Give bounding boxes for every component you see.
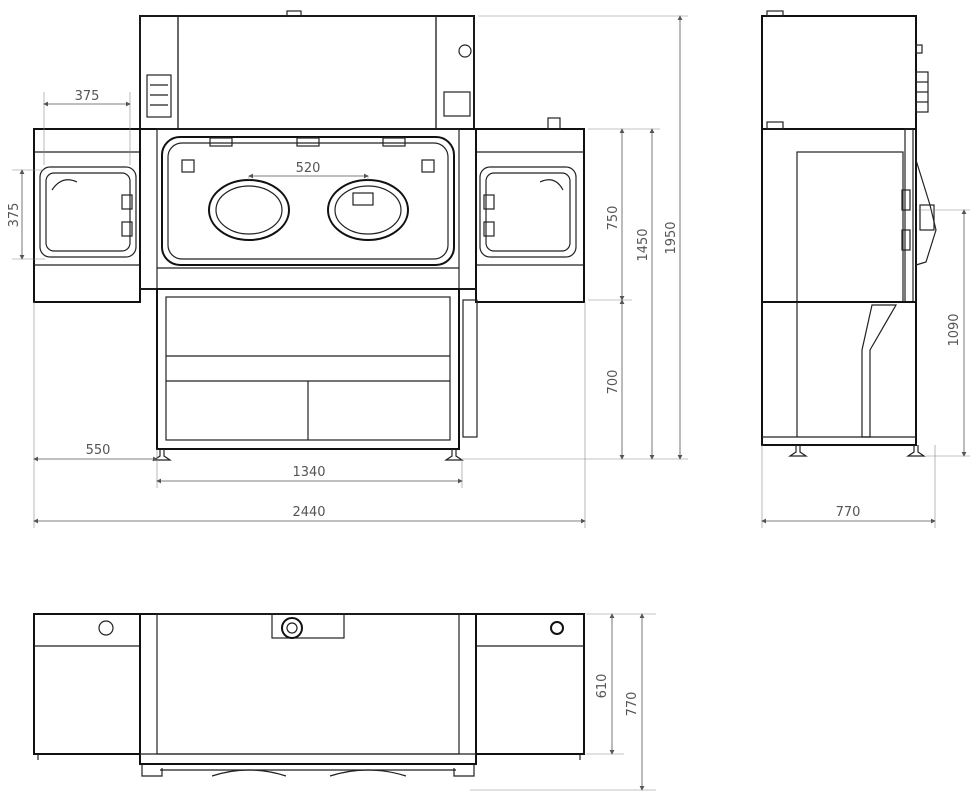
dim-1450: 1450: [636, 228, 651, 261]
right-glove-port: [327, 179, 409, 241]
main-window: [161, 136, 455, 266]
gauge-icon: [458, 44, 472, 58]
side-view: [761, 10, 937, 457]
dim-750: 750: [606, 206, 621, 231]
side-dimensions: 1090 770: [761, 209, 970, 528]
dim-375-width: 375: [75, 89, 100, 104]
dim-1090: 1090: [947, 313, 962, 346]
dim-770-top: 770: [625, 692, 640, 717]
dim-550: 550: [86, 443, 111, 458]
left-pass-box-door: [39, 166, 137, 258]
dim-375-height: 375: [7, 203, 22, 228]
dim-1950: 1950: [664, 221, 679, 254]
front-view: [33, 10, 585, 461]
dim-610: 610: [595, 674, 610, 699]
front-dimensions: 375 375 520 750 700 1450 1950 550 1340: [7, 15, 688, 528]
dim-700: 700: [606, 370, 621, 395]
dim-520: 520: [296, 161, 321, 176]
top-view: [33, 613, 585, 777]
left-glove-port: [208, 179, 290, 241]
dim-2440: 2440: [292, 505, 325, 520]
dim-770-side: 770: [836, 505, 861, 520]
top-dimensions: 610 770: [470, 613, 656, 791]
vent-icon: [281, 617, 303, 639]
right-pass-box-door: [479, 166, 577, 258]
dim-1340: 1340: [292, 465, 325, 480]
